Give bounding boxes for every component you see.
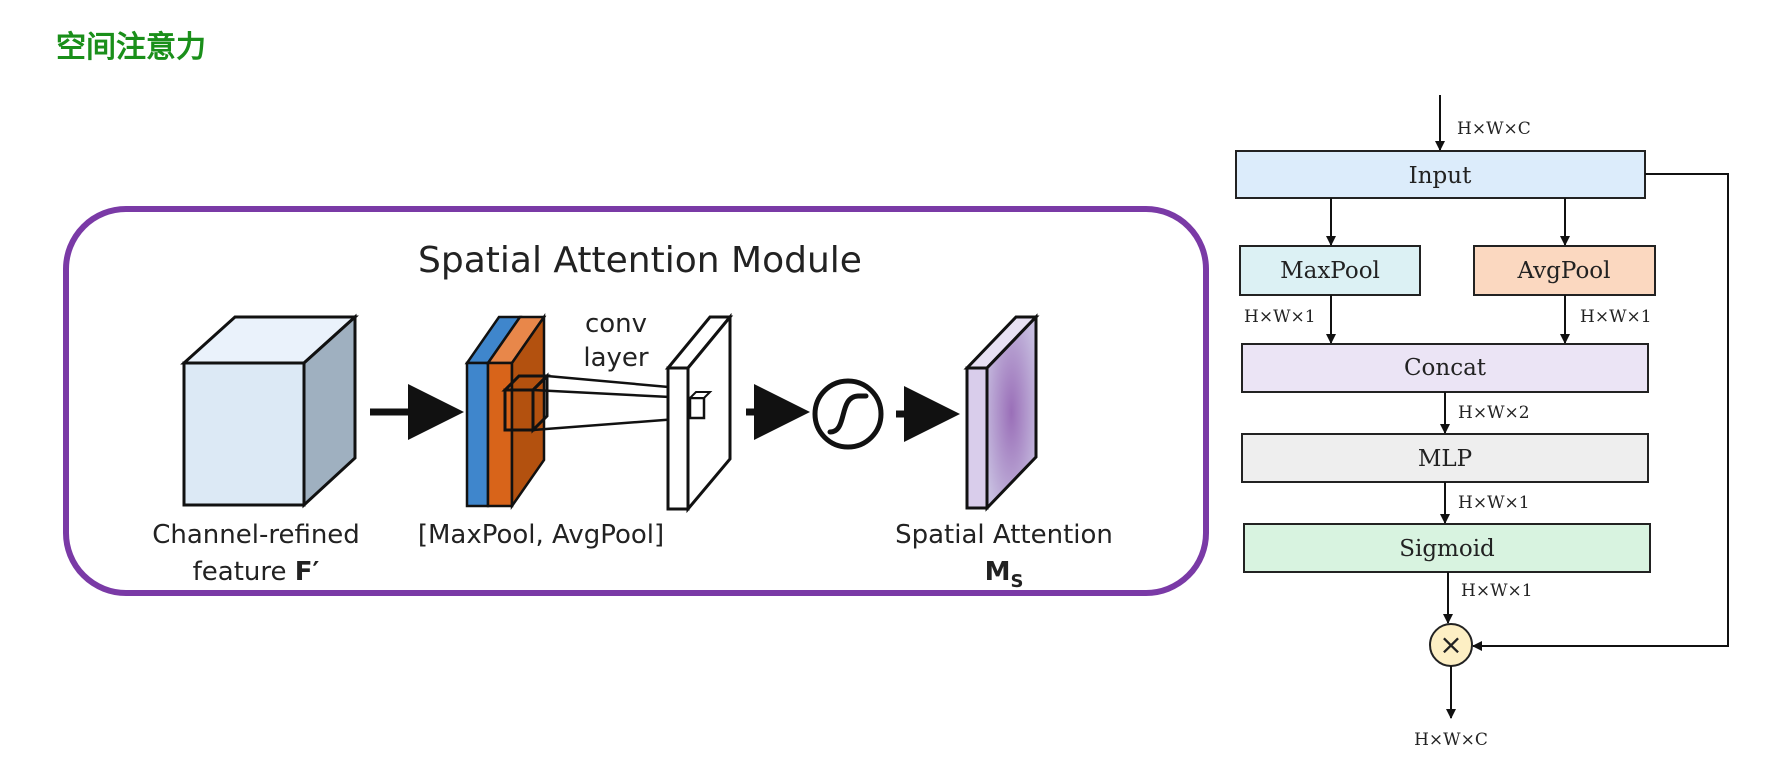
conv-output-plane xyxy=(664,312,734,514)
flow-mlp-box xyxy=(1241,433,1649,483)
flow-avgpool-box xyxy=(1473,245,1656,296)
flow-concat-box xyxy=(1241,343,1649,393)
spatial-attention-module: Spatial Attention Module conv la xyxy=(63,206,1209,596)
page-title: 空间注意力 xyxy=(56,30,206,65)
flow-concat-label: Concat xyxy=(1404,355,1487,381)
input-feature-cube xyxy=(180,313,359,509)
flow-input-box xyxy=(1235,150,1646,199)
output-symbol: MS xyxy=(985,557,1024,592)
flow-output-dim: H×W×C xyxy=(1414,730,1488,750)
flow-multiply-icon: × xyxy=(1439,628,1462,661)
flow-sigmoid-label: Sigmoid xyxy=(1399,536,1495,562)
output-symbol-sub: S xyxy=(1010,571,1023,592)
pooled-feature-maps xyxy=(464,313,551,510)
input-label-prefix: feature xyxy=(193,557,295,587)
conv-label-line2: layer xyxy=(583,343,649,373)
output-symbol-main: M xyxy=(985,557,1011,587)
flow-avgpool-label: AvgPool xyxy=(1517,258,1611,284)
flow-input-label: Input xyxy=(1409,163,1472,189)
flow-residual-path xyxy=(1472,173,1729,651)
input-label-line2: feature F′ xyxy=(193,557,320,587)
sigmoid-symbol-icon xyxy=(812,378,884,450)
flow-maxpool-label: MaxPool xyxy=(1280,258,1380,284)
flow-maxpool-dim: H×W×1 xyxy=(1244,307,1316,327)
conv-label-line1: conv xyxy=(585,309,647,339)
flow-mlp-dim: H×W×1 xyxy=(1458,493,1530,513)
flow-avgpool-dim: H×W×1 xyxy=(1580,307,1652,327)
input-label-line1: Channel-refined xyxy=(152,520,360,550)
flow-maxpool-box xyxy=(1239,245,1421,296)
module-border xyxy=(63,206,1209,596)
input-label-symbol: F′ xyxy=(295,557,320,587)
flowchart: H×W×C Input MaxPool AvgPool H×W×1 H×W×1 … xyxy=(1235,95,1729,750)
flow-concat-dim: H×W×2 xyxy=(1458,403,1530,423)
spatial-attention-map xyxy=(963,313,1040,512)
flow-sigmoid-box xyxy=(1243,523,1651,573)
flow-sigmoid-dim: H×W×1 xyxy=(1461,581,1533,601)
flow-mlp-label: MLP xyxy=(1418,446,1472,472)
module-title: Spatial Attention Module xyxy=(418,240,862,281)
output-label: Spatial Attention xyxy=(895,520,1113,550)
pool-label: [MaxPool, AvgPool] xyxy=(418,520,664,550)
flow-input-dim: H×W×C xyxy=(1457,119,1531,139)
